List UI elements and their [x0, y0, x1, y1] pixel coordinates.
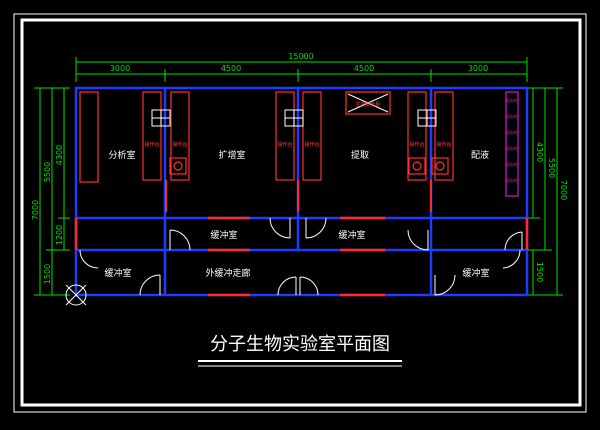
dim-left-4: 1200 — [55, 225, 64, 245]
room-buffer-center-right: 缓冲室 — [338, 229, 365, 241]
prep-bench-label-right: 操作台 — [436, 141, 451, 148]
shelf-label-4: 试剂柜 — [506, 145, 518, 151]
room-extraction: 提取 — [351, 150, 369, 161]
prep-bench-right — [434, 91, 454, 181]
dim-left-5: 1500 — [43, 264, 52, 284]
dim-right-4: 1500 — [535, 262, 544, 282]
room-buffer-left: 缓冲室 — [104, 267, 131, 279]
inner-frame — [20, 18, 582, 407]
dim-right-1: 4300 — [535, 142, 544, 162]
dim-seg-1: 3000 — [110, 64, 130, 73]
amp-bench-right — [170, 91, 190, 181]
shelf-label-1: 试剂柜 — [506, 97, 518, 103]
outer-frame — [13, 13, 587, 413]
shelf-label-6: 试剂柜 — [506, 177, 518, 183]
prep-bench-left — [407, 91, 427, 181]
amp-bench-left — [142, 91, 162, 181]
prep-sink-right — [431, 157, 449, 175]
dim-seg-4: 3000 — [468, 64, 488, 73]
amp-sink-drain — [173, 161, 183, 171]
shelf-label-2: 试剂柜 — [506, 113, 518, 119]
ext-bench-label: 操作台 — [277, 141, 292, 148]
walls — [74, 86, 529, 297]
dim-right-2: 5500 — [547, 158, 556, 178]
room-buffer-center-left: 缓冲室 — [210, 229, 237, 241]
room-analysis: 分析室 — [108, 149, 135, 161]
analysis-bench — [79, 91, 99, 183]
room-buffer-right: 缓冲室 — [462, 267, 489, 279]
dim-left-3: 4300 — [55, 145, 64, 165]
room-outer-corridor: 外缓冲走廊 — [205, 267, 250, 279]
dim-seg-2: 4500 — [221, 64, 241, 73]
ext-bench-left — [275, 91, 295, 181]
prep-sink-drain-left — [412, 161, 422, 171]
prep-bench-label: 操作台 — [409, 141, 424, 148]
bench-dividers — [165, 180, 432, 212]
furniture — [79, 91, 454, 183]
prep-sink-drain-right — [435, 161, 445, 171]
room-preparation: 配液 — [471, 149, 489, 161]
ext-bench-right — [302, 91, 322, 181]
equipment — [151, 93, 437, 127]
ext-bench-label-right: 操作台 — [304, 141, 319, 148]
amp-sink — [169, 157, 187, 175]
prep-sink-left — [408, 157, 426, 175]
room-amplification: 扩增室 — [218, 149, 245, 161]
accent-walls — [74, 216, 529, 297]
safety-cabinet — [345, 91, 391, 115]
dim-right-3: 7000 — [559, 180, 568, 200]
dimension-lines — [34, 57, 563, 296]
room-labels: 分析室 扩增室 提取 配液 缓冲室 缓冲室 缓冲室 缓冲室 外缓冲走廊 — [104, 149, 489, 279]
dim-total: 15000 — [288, 52, 313, 61]
shelf-label-5: 试剂柜 — [506, 161, 518, 167]
bench-labels: 操作台 操作台 操作台 操作台 操作台 操作台 生物安全柜 — [144, 101, 451, 148]
dim-left-1: 7000 — [31, 200, 40, 220]
compass-icon — [65, 284, 87, 306]
dim-seg-3: 4500 — [354, 64, 374, 73]
safety-cabinet-label: 生物安全柜 — [355, 101, 380, 108]
dim-left-2: 5500 — [43, 162, 52, 182]
shelf-label-3: 试剂柜 — [506, 129, 518, 135]
plan-title: 分子生物实验室平面图 — [210, 334, 390, 355]
doors — [79, 217, 523, 296]
amp-bench-label-right: 操作台 — [172, 141, 187, 148]
reagent-shelves: 试剂柜 试剂柜 试剂柜 试剂柜 试剂柜 试剂柜 — [505, 91, 519, 197]
dimension-labels: 15000 3000 4500 4500 3000 7000 5500 4300… — [31, 52, 568, 284]
amp-bench-label: 操作台 — [144, 141, 159, 148]
